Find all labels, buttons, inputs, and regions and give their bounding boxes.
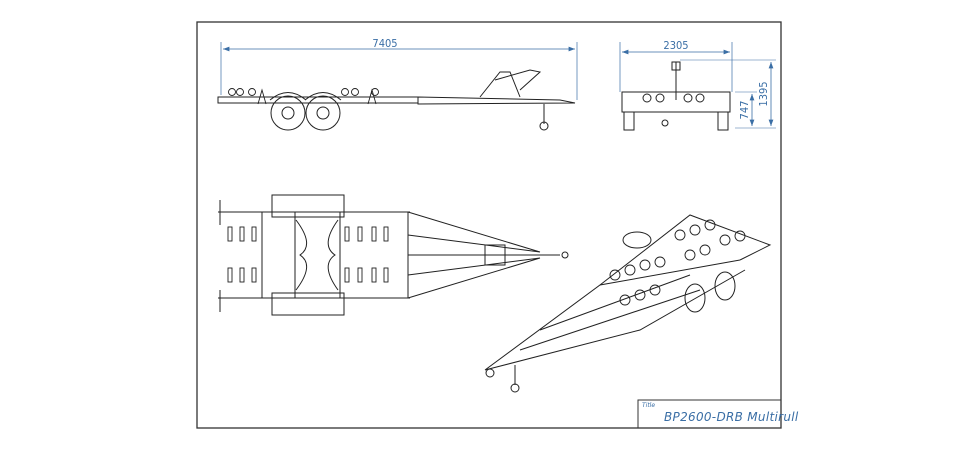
dimension-length: 7405 bbox=[372, 37, 397, 50]
dimension-height: 1395 bbox=[757, 81, 770, 106]
title-block-label: Title bbox=[642, 402, 656, 409]
sheet-border bbox=[196, 21, 782, 429]
top-view bbox=[218, 194, 569, 316]
dimension-frame-height: 747 bbox=[738, 101, 751, 120]
rear-view bbox=[619, 42, 776, 131]
title-block bbox=[637, 399, 782, 429]
dimension-width: 2305 bbox=[663, 39, 688, 52]
isometric-view bbox=[484, 214, 772, 393]
drawing-title: BP2600-DRB Multirull bbox=[664, 410, 799, 424]
side-view bbox=[217, 42, 578, 131]
